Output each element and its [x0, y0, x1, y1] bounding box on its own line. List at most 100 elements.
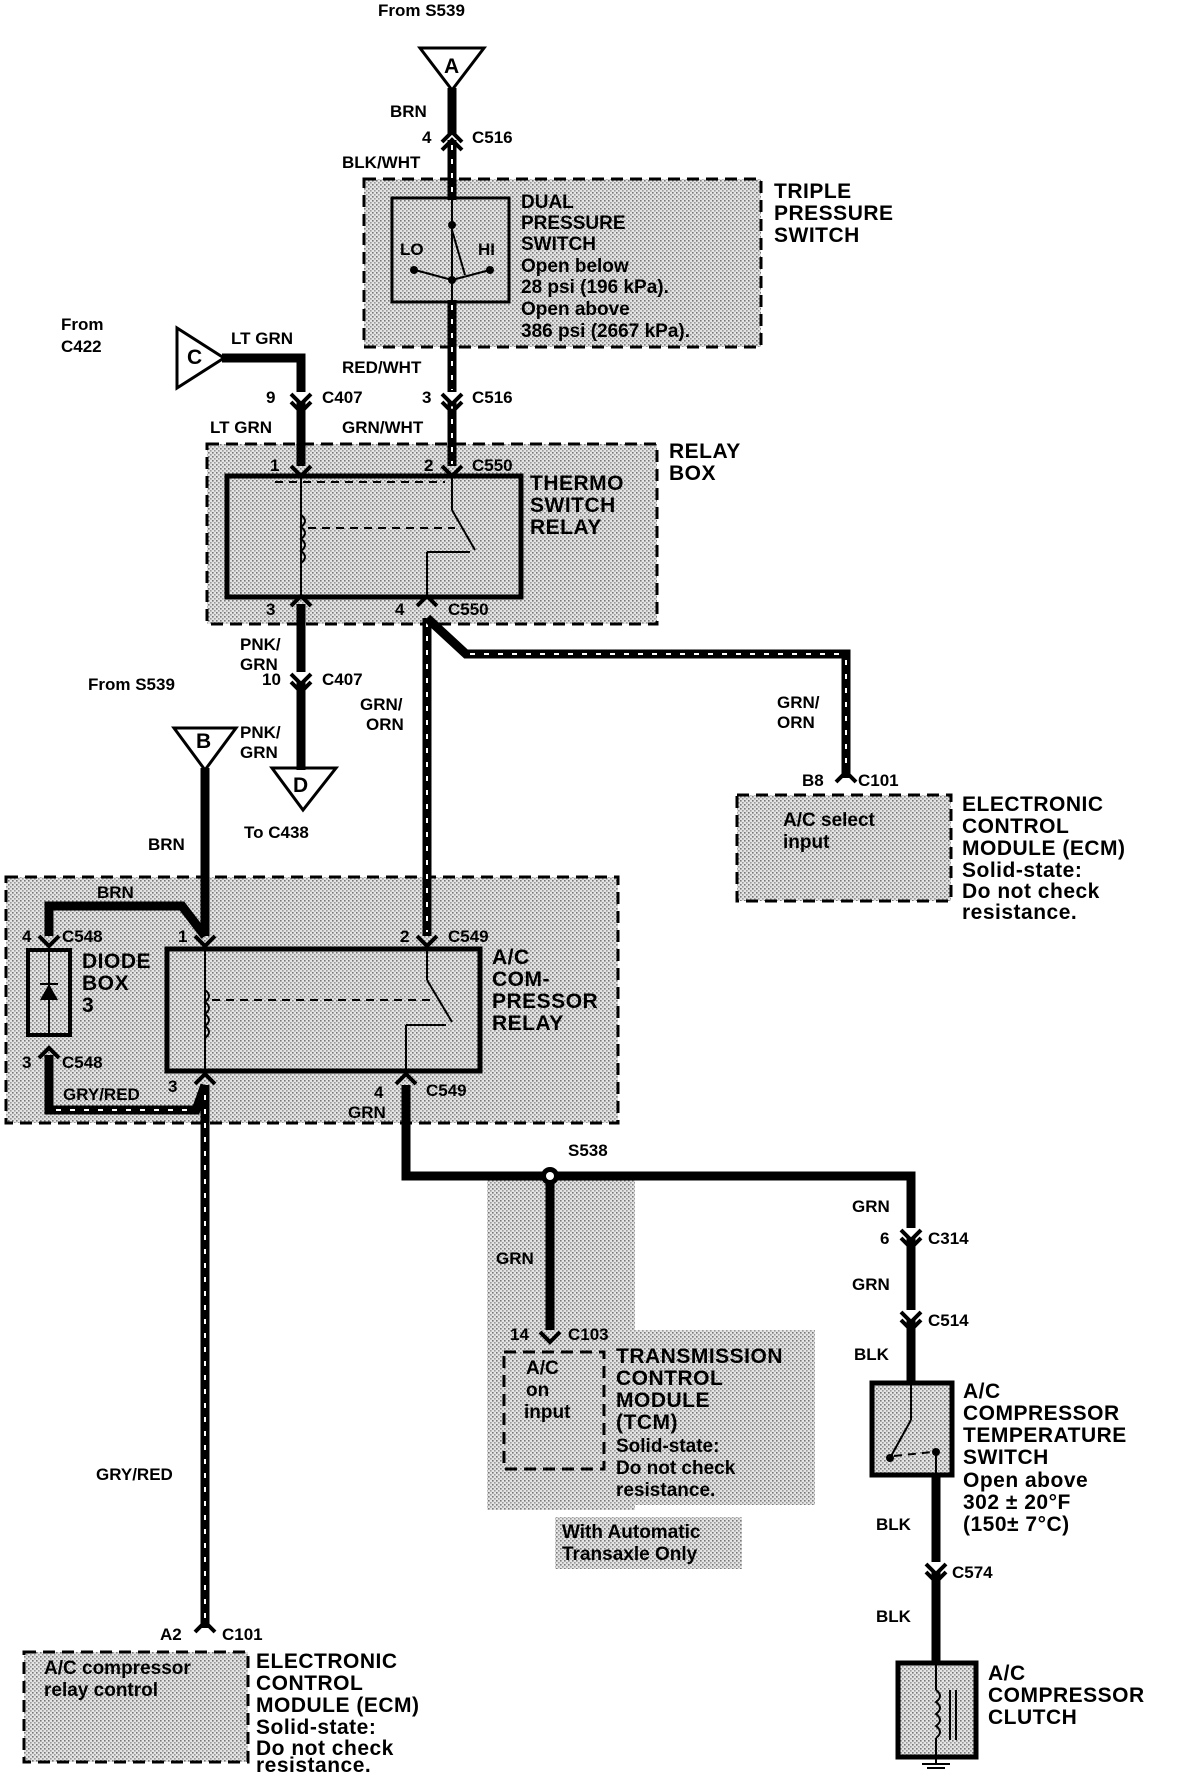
thermo-switch-relay-title: THERMO SWITCH RELAY — [530, 472, 624, 539]
svg-text:TRANSMISSION: TRANSMISSION — [616, 1345, 783, 1368]
pin-c549-1: 1 — [178, 927, 187, 946]
temp-switch-symbol — [886, 1385, 940, 1475]
tcm-box — [502, 1350, 606, 1471]
svg-text:BOX: BOX — [669, 462, 716, 485]
from-s539-b: From S539 — [88, 675, 175, 694]
svg-text:resistance.: resistance. — [962, 901, 1077, 924]
svg-text:302 ± 20°F: 302 ± 20°F — [963, 1491, 1071, 1514]
svg-text:CONTROL: CONTROL — [256, 1672, 363, 1695]
svg-text:A/C compressor: A/C compressor — [44, 1658, 191, 1679]
svg-text:on: on — [526, 1380, 549, 1401]
label-c516-bot: C516 — [472, 388, 513, 407]
svg-text:resistance.: resistance. — [616, 1480, 715, 1501]
svg-text:With Automatic: With Automatic — [562, 1522, 701, 1543]
pin-c550-4: 4 — [395, 600, 405, 619]
label-red-wht: RED/WHT — [342, 358, 422, 377]
svg-text:DIODE: DIODE — [82, 950, 151, 973]
label-blk-2: BLK — [876, 1515, 912, 1534]
label-pnk-grn-1b: GRN — [240, 655, 278, 674]
label-c101-ecm2: C101 — [222, 1625, 263, 1644]
label-c314: C314 — [928, 1229, 969, 1248]
label-grn-relay: GRN — [348, 1103, 386, 1122]
pin-c314: 6 — [880, 1229, 889, 1248]
svg-text:Open above: Open above — [963, 1469, 1088, 1492]
svg-text:A/C: A/C — [963, 1380, 1001, 1403]
thermo-switch-relay-body — [224, 473, 524, 600]
diode-box-title: DIODE BOX 3 — [82, 950, 151, 1017]
label-s538: S538 — [568, 1141, 608, 1160]
wire-lt-grn — [222, 353, 306, 392]
svg-text:Solid-state:: Solid-state: — [962, 859, 1082, 882]
svg-text:COMPRESSOR: COMPRESSOR — [988, 1684, 1145, 1707]
label-blk-3: BLK — [876, 1607, 912, 1626]
svg-text:Open above: Open above — [521, 299, 630, 320]
pin-c101-ecm2: A2 — [160, 1625, 182, 1644]
svg-text:Solid-state:: Solid-state: — [616, 1436, 719, 1457]
svg-text:Do not check: Do not check — [616, 1458, 736, 1479]
relay-box-title: RELAY BOX — [669, 440, 741, 485]
label-blk-wht: BLK/WHT — [342, 153, 421, 172]
label-blk-1: BLK — [854, 1345, 890, 1364]
pin-c549-3: 3 — [168, 1077, 177, 1096]
label-c103: C103 — [568, 1325, 609, 1344]
wire-brn-diode — [44, 901, 209, 939]
svg-text:D: D — [293, 774, 309, 797]
label-lt-grn-relay: LT GRN — [210, 418, 272, 437]
label-grn-orn-2a: GRN/ — [777, 693, 820, 712]
label-c548-bot: C548 — [62, 1053, 103, 1072]
svg-text:386 psi (2667 kPa).: 386 psi (2667 kPa). — [521, 321, 690, 342]
auto-transaxle-shade — [555, 1517, 742, 1569]
label-grn-orn-1a: GRN/ — [360, 695, 403, 714]
switch-lo-label: LO — [400, 240, 424, 259]
ecm-top-title: ELECTRONIC CONTROL MODULE (ECM) Solid-st… — [962, 793, 1125, 924]
pin-c550-1: 1 — [270, 456, 279, 475]
label-brn-b: BRN — [148, 835, 185, 854]
triangle-d: D — [269, 766, 340, 813]
from-c422-line2: C422 — [61, 337, 102, 356]
svg-text:28 psi (196 kPa).: 28 psi (196 kPa). — [521, 277, 669, 298]
pin-c407-top: 9 — [266, 388, 275, 407]
pin-c550-2: 2 — [424, 456, 433, 475]
svg-text:Open below: Open below — [521, 256, 629, 277]
svg-text:COM-: COM- — [492, 968, 550, 991]
tcm-shade-2 — [600, 1330, 815, 1505]
label-grn-wht: GRN/WHT — [342, 418, 424, 437]
label-c407-top: C407 — [322, 388, 363, 407]
label-grn-right-2: GRN — [852, 1275, 890, 1294]
ecm-bottom-title: ELECTRONIC CONTROL MODULE (ECM) Solid-st… — [256, 1650, 419, 1772]
svg-text:SWITCH: SWITCH — [963, 1446, 1049, 1469]
from-s539-top: From S539 — [378, 1, 465, 20]
label-brn-diode: BRN — [97, 883, 134, 902]
label-c549-top: C549 — [448, 927, 489, 946]
label-c101-ecm1: C101 — [858, 771, 899, 790]
svg-text:PRESSURE: PRESSURE — [521, 213, 626, 234]
svg-text:SWITCH: SWITCH — [521, 234, 596, 255]
ground-icon — [922, 1763, 950, 1769]
svg-text:COMPRESSOR: COMPRESSOR — [963, 1402, 1120, 1425]
label-c514: C514 — [928, 1311, 969, 1330]
svg-text:(150± 7°C): (150± 7°C) — [963, 1513, 1070, 1536]
temp-switch-title: A/C COMPRESSOR TEMPERATURE SWITCH Open a… — [963, 1380, 1126, 1536]
pin-c550-3: 3 — [266, 600, 275, 619]
svg-text:3: 3 — [82, 994, 94, 1017]
pin-c516-bot: 3 — [422, 388, 431, 407]
label-c407-bot: C407 — [322, 670, 363, 689]
svg-text:relay control: relay control — [44, 1680, 158, 1701]
svg-text:resistance.: resistance. — [256, 1754, 371, 1772]
pin-c548-4: 4 — [22, 927, 32, 946]
label-c549-bot: C549 — [426, 1081, 467, 1100]
pin-c549-2: 2 — [400, 927, 409, 946]
svg-text:B: B — [196, 730, 212, 753]
label-gry-red-diode: GRY/RED — [63, 1085, 140, 1104]
label-c574: C574 — [952, 1563, 993, 1582]
svg-text:A/C: A/C — [988, 1662, 1026, 1685]
svg-text:MODULE (ECM): MODULE (ECM) — [256, 1694, 419, 1717]
svg-text:Do not check: Do not check — [962, 880, 1100, 903]
svg-text:RELAY: RELAY — [669, 440, 741, 463]
triangle-c: C — [175, 325, 227, 391]
svg-text:RELAY: RELAY — [492, 1012, 564, 1035]
svg-text:SWITCH: SWITCH — [774, 224, 860, 247]
svg-text:Do not check: Do not check — [256, 1737, 394, 1760]
diode-symbol — [40, 950, 58, 1035]
ecm-bottom-input: A/C compressor relay control — [44, 1658, 191, 1701]
